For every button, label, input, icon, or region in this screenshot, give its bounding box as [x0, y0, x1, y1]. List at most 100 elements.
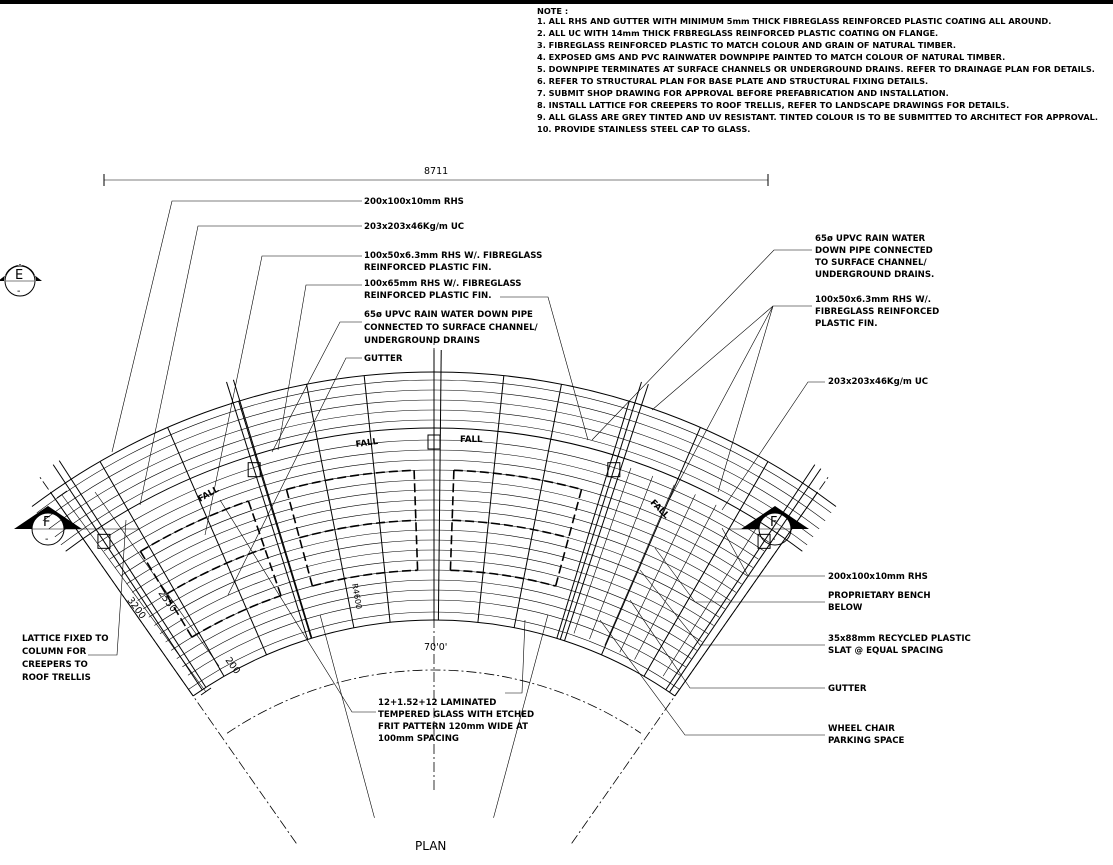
radial-member — [601, 427, 701, 656]
label-glass-line4: 100mm SPACING — [378, 734, 459, 744]
fall-label: FALL — [460, 435, 483, 445]
glass-panel-edge — [139, 551, 193, 638]
label-r-rhs-fin-line2: FIBREGLASS REINFORCED — [815, 307, 939, 317]
label-glass-line1: 12+1.52+12 LAMINATED — [378, 698, 496, 708]
recycled-slat — [589, 475, 654, 640]
side-axis — [571, 474, 831, 844]
label-glass-line2: TEMPERED GLASS WITH ETCHED — [378, 710, 534, 720]
leader-line — [721, 527, 825, 577]
leader-line — [651, 305, 812, 411]
side-axis — [37, 474, 297, 844]
section-label-f: F — [43, 515, 50, 530]
marker-arrow — [0, 264, 42, 281]
section-marker-e: E - — [0, 264, 42, 297]
note-item: 6. REFER TO STRUCTURAL PLAN FOR BASE PLA… — [537, 76, 928, 86]
radial-member — [513, 384, 562, 628]
label-lattice-line4: ROOF TRELLIS — [22, 673, 91, 683]
label-lattice-line2: COLUMN FOR — [22, 647, 87, 657]
note-item: 8. INSTALL LATTICE FOR CREEPERS TO ROOF … — [537, 100, 1009, 110]
leader-line — [227, 357, 362, 596]
column-member — [52, 464, 203, 691]
overall-dimension: 8711 — [103, 166, 769, 186]
leader-line — [505, 619, 526, 694]
leader-line — [639, 569, 825, 646]
label-r-downpipe-line2: DOWN PIPE CONNECTED — [815, 246, 933, 256]
label-r-gutter: GUTTER — [828, 684, 867, 694]
column-member — [665, 464, 816, 691]
leader-line — [277, 284, 362, 451]
note-item: 1. ALL RHS AND GUTTER WITH MINIMUM 5mm T… — [537, 16, 1051, 26]
leader-line — [111, 200, 362, 453]
leader-line — [654, 547, 825, 603]
label-r-downpipe-line3: TO SURFACE CHANNEL/ — [815, 258, 928, 268]
column-member — [232, 379, 313, 639]
dimension-8711: 8711 — [424, 166, 448, 177]
note-item: 7. SUBMIT SHOP DRAWING FOR APPROVAL BEFO… — [537, 88, 949, 98]
label-rhs-100x65-line2: REINFORCED PLASTIC FIN. — [364, 291, 491, 301]
dimension-tick — [200, 687, 212, 696]
label-r-uc-203: 203x203x46Kg/m UC — [828, 377, 928, 387]
notes-block: NOTE : 1. ALL RHS AND GUTTER WITH MINIMU… — [537, 6, 1098, 134]
note-item: 4. EXPOSED GMS AND PVC RAINWATER DOWNPIP… — [537, 52, 1005, 62]
glass-panel-edge — [299, 519, 416, 539]
radius-label: R4600 — [350, 583, 363, 610]
note-item: 9. ALL GLASS ARE GREY TINTED AND UV RESI… — [537, 112, 1098, 122]
label-gutter: GUTTER — [364, 354, 403, 364]
leader-line — [721, 381, 825, 511]
glass-panel-edge — [312, 569, 418, 587]
recycled-slat — [604, 484, 675, 646]
inner-radius-arc — [226, 669, 642, 734]
column-cap — [757, 533, 771, 549]
dimension-line — [94, 491, 220, 667]
label-downpipe-line1: 65ø UPVC RAIN WATER DOWN PIPE — [364, 310, 533, 320]
glass-panel-edge — [286, 469, 415, 491]
note-item: 5. DOWNPIPE TERMINATES AT SURFACE CHANNE… — [537, 64, 1095, 74]
radial-axis — [319, 614, 375, 818]
radial-member — [363, 375, 391, 623]
glass-panel-edge — [452, 519, 569, 539]
leader-line — [717, 305, 774, 493]
dimension-tick — [56, 490, 68, 499]
radial-axis — [493, 614, 549, 818]
column-member — [437, 350, 442, 621]
label-lattice-line3: CREEPERS TO — [22, 660, 88, 670]
glass-panel-edge — [554, 489, 583, 587]
fall-label: FALL — [355, 437, 379, 450]
glass-panel-edge — [449, 470, 455, 571]
section-label-f: F — [770, 515, 777, 530]
leader-line — [629, 599, 825, 689]
radial-member — [238, 401, 312, 639]
label-r-rhs-200: 200x100x10mm RHS — [828, 572, 928, 582]
right-leaders: 65ø UPVC RAIN WATER DOWN PIPE CONNECTED … — [591, 234, 971, 746]
column-member — [226, 381, 309, 640]
label-rhs-100x65-line1: 100x65mm RHS W/. FIBREGLASS — [364, 279, 522, 289]
left-leaders: 200x100x10mm RHS 203x203x46Kg/m UC 100x5… — [22, 197, 589, 744]
column-cap — [247, 462, 261, 478]
label-r-wheelchair-line1: WHEEL CHAIR — [828, 724, 895, 734]
title-border-line — [0, 0, 1113, 4]
leader-line — [139, 225, 362, 506]
column-cap — [97, 533, 111, 549]
glass-panel-edge — [247, 500, 282, 596]
label-downpipe-line3: UNDERGROUND DRAINS — [364, 336, 480, 346]
recycled-slat — [634, 504, 717, 660]
section-dash: - — [772, 534, 775, 545]
leader-line — [219, 499, 376, 713]
drawing-title: PLAN — [415, 839, 446, 853]
label-r-rhs-fin-line1: 100x50x6.3mm RHS W/. — [815, 295, 931, 305]
leader-line — [599, 619, 825, 736]
label-r-wheelchair-line2: PARKING SPACE — [828, 736, 905, 746]
label-r-downpipe-line1: 65ø UPVC RAIN WATER — [815, 234, 926, 244]
dimension-line — [61, 494, 207, 693]
radial-member — [477, 375, 505, 623]
glass-panel-edge — [285, 489, 314, 587]
angle-label: 70'0' — [424, 642, 447, 653]
label-uc-203: 203x203x46Kg/m UC — [364, 222, 464, 232]
leader-line — [88, 519, 127, 656]
label-r-downpipe-line4: UNDERGROUND DRAINS. — [815, 270, 934, 280]
label-r-bench-line2: BELOW — [828, 603, 863, 613]
glass-panel-edge — [413, 470, 419, 571]
leader-line — [500, 296, 589, 441]
label-rhs-100x50-line2: REINFORCED PLASTIC FIN. — [364, 263, 491, 273]
